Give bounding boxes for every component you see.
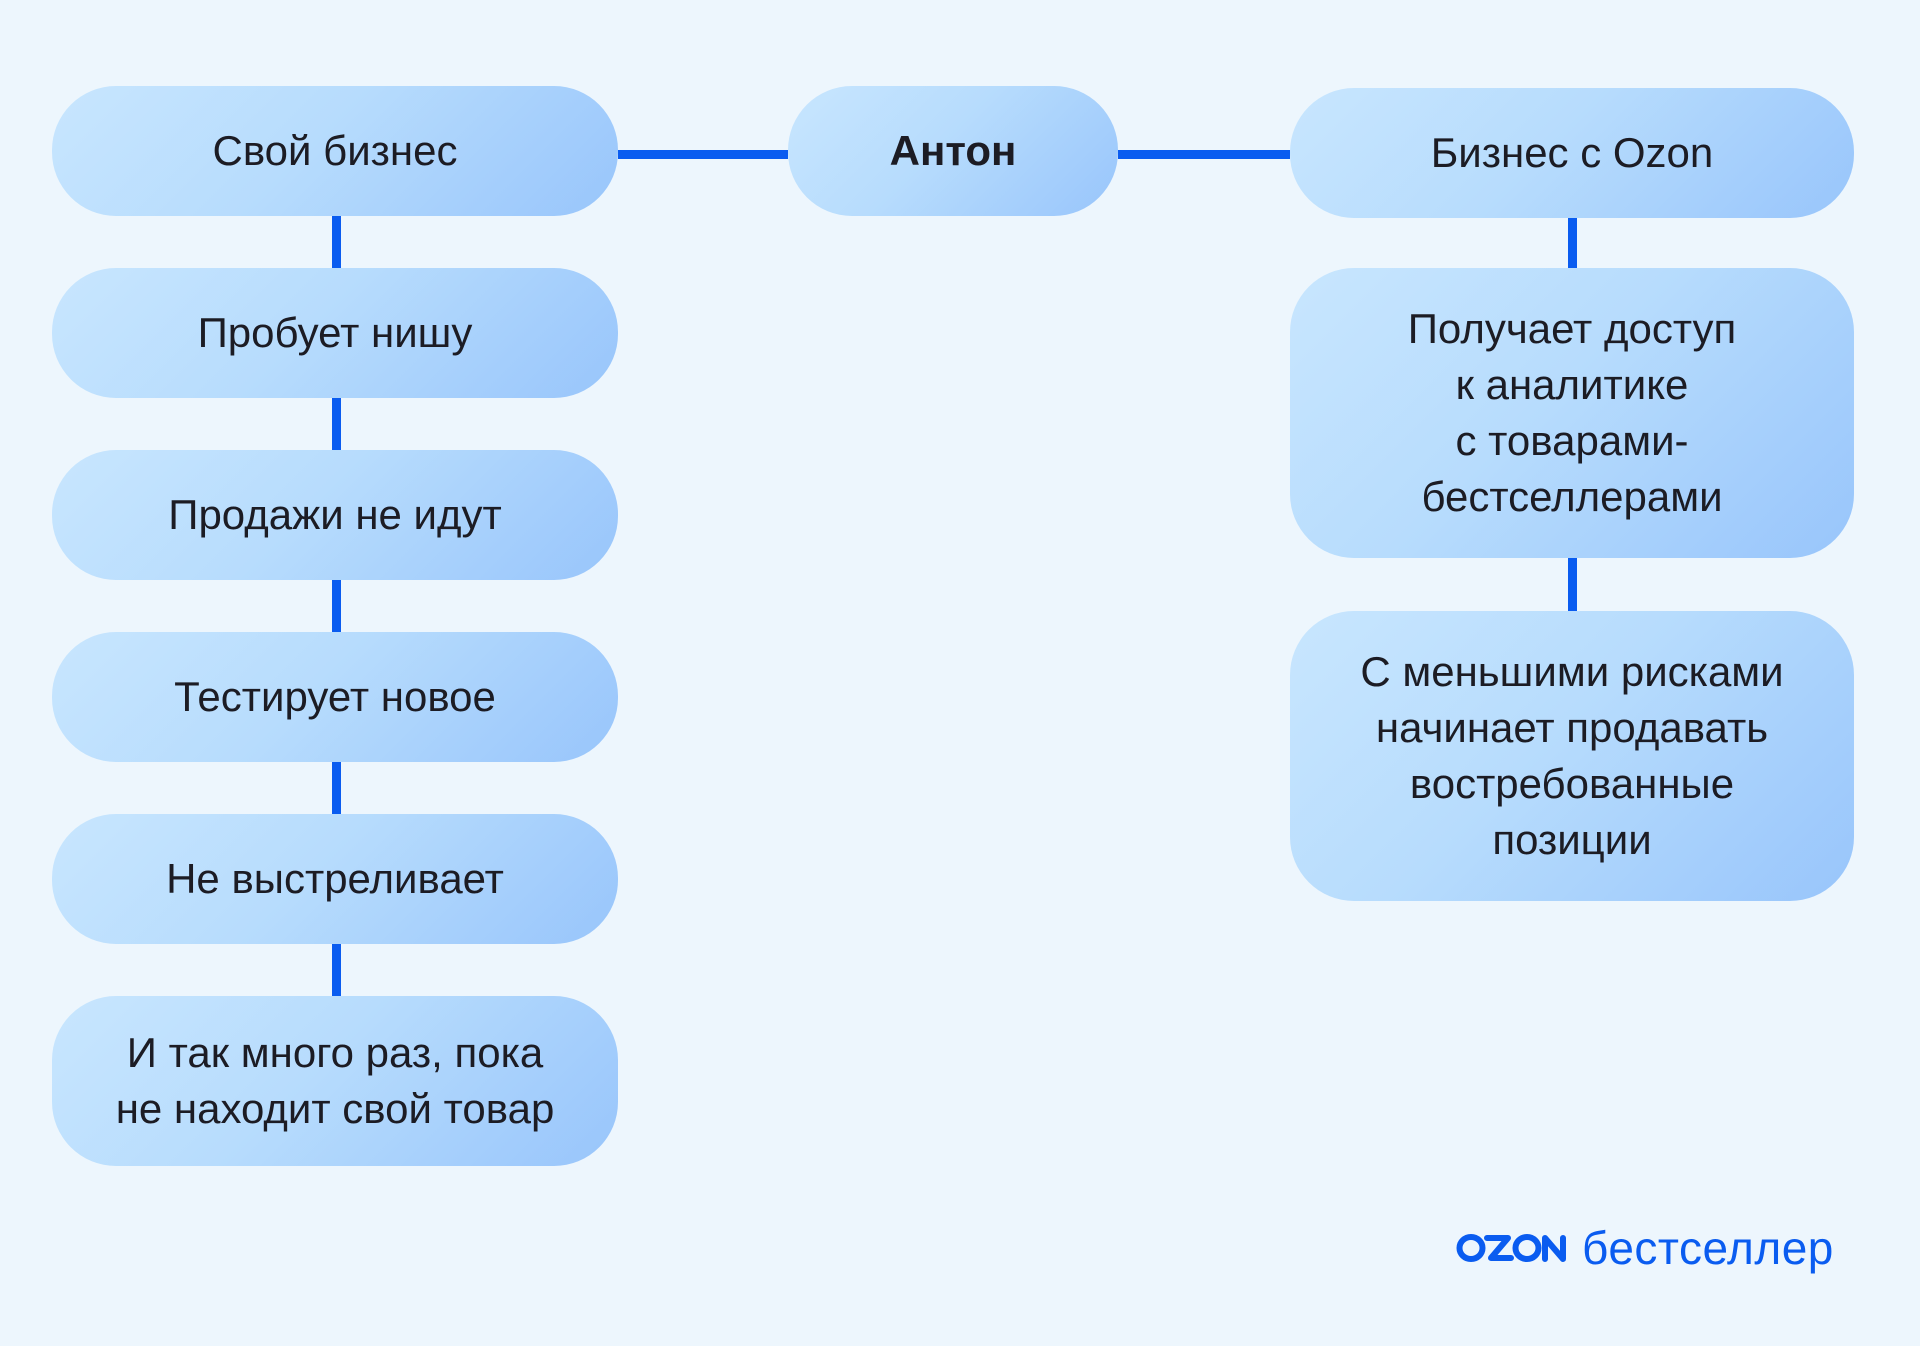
left-step-node-2: Продажи не идут xyxy=(52,450,618,580)
connector-left-2 xyxy=(332,398,341,451)
left-branch-title-node: Свой бизнес xyxy=(52,86,618,216)
left-step-label-4: Не выстреливает xyxy=(166,855,504,902)
brand-mark: бестселлер xyxy=(1456,1218,1834,1278)
left-step-node-4: Не выстреливает xyxy=(52,814,618,944)
connector-left-4 xyxy=(332,762,341,815)
center-node: Антон xyxy=(788,86,1118,216)
left-step-label-5: И так много раз, пока не находит свой то… xyxy=(115,1029,555,1132)
left-step-node-1: Пробует нишу xyxy=(52,268,618,398)
right-step-node-2: С меньшими рисками начинает продавать во… xyxy=(1290,611,1854,901)
center-node-label: Антон xyxy=(889,127,1017,174)
connector-left-5 xyxy=(332,944,341,997)
right-branch-title-node: Бизнес с Ozon xyxy=(1290,88,1854,218)
brand-text: бестселлер xyxy=(1582,1222,1834,1274)
connector-left-3 xyxy=(332,580,341,633)
left-step-label-2: Продажи не идут xyxy=(168,491,502,538)
left-step-label-1: Пробует нишу xyxy=(197,309,473,356)
right-step-label-2: С меньшими рисками начинает продавать во… xyxy=(1360,648,1784,863)
right-branch-title: Бизнес с Ozon xyxy=(1430,129,1714,176)
connector-center-right xyxy=(1118,150,1290,159)
left-step-label-3: Тестирует новое xyxy=(174,673,496,720)
connector-left-1 xyxy=(332,215,341,268)
left-step-node-3: Тестирует новое xyxy=(52,632,618,762)
right-step-node-1: Получает доступ к аналитике с товарами- … xyxy=(1290,268,1854,558)
right-step-label-1: Получает доступ к аналитике с товарами- … xyxy=(1407,305,1737,520)
connector-center-left xyxy=(618,150,788,159)
ozon-logo-icon xyxy=(1456,1234,1566,1262)
left-step-node-5: И так много раз, пока не находит свой то… xyxy=(52,996,618,1166)
left-branch-title: Свой бизнес xyxy=(212,127,458,174)
connector-right-2 xyxy=(1568,558,1577,611)
connector-right-1 xyxy=(1568,217,1577,269)
